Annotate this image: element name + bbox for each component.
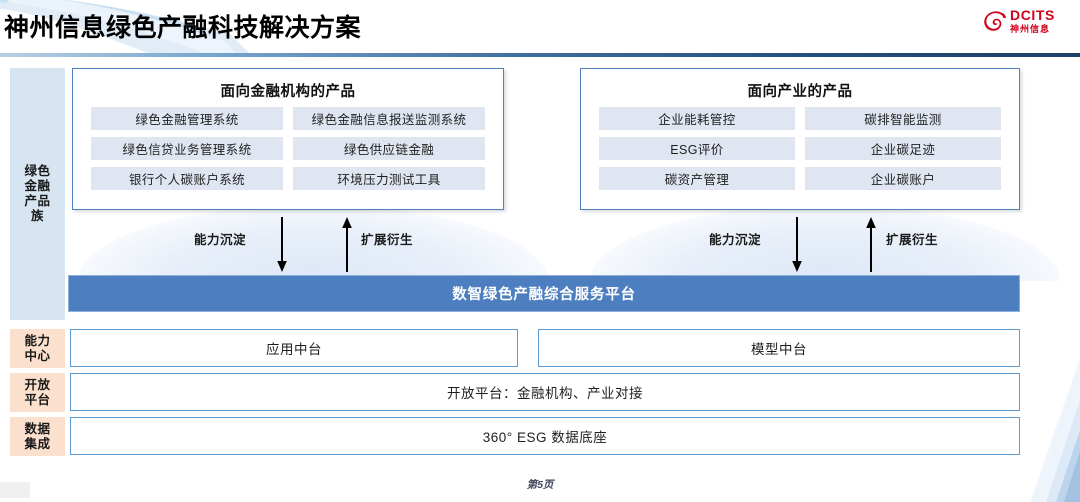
product-chip[interactable]: 企业能耗管控: [599, 107, 795, 130]
layer-label-open-platform: 开放平台：金融机构、产业对接: [447, 386, 643, 401]
product-chip[interactable]: 企业碳足迹: [805, 137, 1001, 160]
group-title-financial: 面向金融机构的产品: [220, 84, 356, 100]
layer-box-app-middle-platform[interactable]: 应用中台: [70, 329, 518, 367]
product-chip[interactable]: 银行个人碳账户系统: [91, 167, 283, 190]
flow-label-left-down: 能力沉淀: [194, 233, 247, 247]
product-chip[interactable]: 环境压力测试工具: [293, 167, 485, 190]
product-group-industry: 面向产业的产品 企业能耗管控 碳排智能监测 ESG评价 企业碳足迹 碳资产管理 …: [580, 68, 1020, 210]
platform-bar[interactable]: 数智绿色产融综合服务平台: [68, 275, 1020, 312]
header-bar: 神州信息绿色产融科技解决方案 DCITS 神州信息: [0, 0, 1080, 57]
arrow-down-right-icon: [792, 217, 802, 272]
product-chip[interactable]: 绿色供应链金融: [293, 137, 485, 160]
footer-page-number: 第5页: [526, 479, 554, 491]
product-group-financial-institutions: 面向金融机构的产品 绿色金融管理系统 绿色金融信息报送监测系统 绿色信贷业务管理…: [72, 68, 504, 210]
layer-label-data-base: 360° ESG 数据底座: [482, 430, 608, 445]
product-chip[interactable]: ESG评价: [599, 137, 795, 160]
capability-hill-right: [590, 205, 1060, 281]
rail-data-text: 数据 集成: [24, 421, 51, 451]
logo-text-en: DCITS: [1010, 7, 1055, 23]
product-chip[interactable]: 绿色金融信息报送监测系统: [293, 107, 485, 130]
layer-box-model-middle-platform[interactable]: 模型中台: [538, 329, 1020, 367]
flow-label-left-up: 扩展衍生: [361, 233, 414, 247]
rail-label-data-integration: 数据 集成: [10, 417, 65, 456]
rail-label-open-platform: 开放 平台: [10, 373, 65, 412]
layer-box-data-base[interactable]: 360° ESG 数据底座: [70, 417, 1020, 455]
arrow-up-left-icon: [342, 217, 352, 272]
rail-open-text: 开放 平台: [24, 377, 51, 407]
rail-label-green-finance-products: 绿色 金融 产品 族: [10, 68, 65, 320]
brand-logo: DCITS 神州信息: [982, 8, 1074, 38]
page-title: 神州信息绿色产融科技解决方案: [4, 14, 362, 42]
slide-canvas: 绿色 金融 产品 族 能力 中心 开放 平台 数据 集成 面向金融机构的产品 绿…: [0, 57, 1080, 502]
logo-text-cn: 神州信息: [1010, 24, 1051, 34]
layer-label-model-middle: 模型中台: [751, 342, 807, 357]
chip-grid-financial: 绿色金融管理系统 绿色金融信息报送监测系统 绿色信贷业务管理系统 绿色供应链金融…: [91, 107, 485, 190]
layer-label-app-middle: 应用中台: [266, 342, 322, 357]
flow-label-right-down: 能力沉淀: [709, 233, 762, 247]
dcits-swoosh-icon: [984, 11, 1007, 31]
footer-corner-tab: [0, 482, 30, 498]
product-chip[interactable]: 碳排智能监测: [805, 107, 1001, 130]
product-chip[interactable]: 企业碳账户: [805, 167, 1001, 190]
arrow-down-left-icon: [277, 217, 287, 272]
product-chip[interactable]: 绿色金融管理系统: [91, 107, 283, 130]
flow-label-right-up: 扩展衍生: [886, 233, 939, 247]
rail-capability-text: 能力 中心: [24, 333, 51, 363]
product-chip[interactable]: 绿色信贷业务管理系统: [91, 137, 283, 160]
chip-grid-industry: 企业能耗管控 碳排智能监测 ESG评价 企业碳足迹 碳资产管理 企业碳账户: [599, 107, 1001, 190]
rail-products-text: 绿色 金融 产品 族: [24, 164, 51, 223]
group-title-industry: 面向产业的产品: [747, 84, 853, 100]
header-divider-rule: [0, 53, 1080, 57]
arrow-up-right-icon: [866, 217, 876, 272]
platform-bar-label: 数智绿色产融综合服务平台: [452, 287, 636, 303]
layer-box-open-platform[interactable]: 开放平台：金融机构、产业对接: [70, 373, 1020, 411]
rail-label-capability-center: 能力 中心: [10, 329, 65, 368]
product-chip[interactable]: 碳资产管理: [599, 167, 795, 190]
capability-hill-left: [78, 205, 548, 281]
